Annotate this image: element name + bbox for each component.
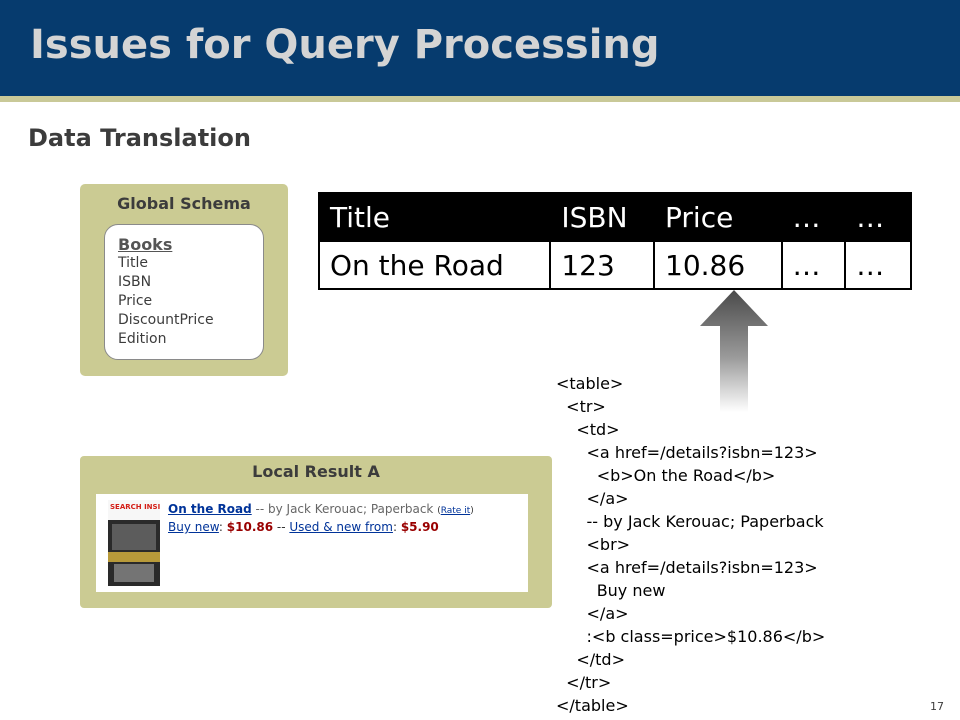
schema-field-discountprice: DiscountPrice bbox=[118, 312, 214, 328]
html-source-code: <table> <tr> <td> <a href=/details?isbn=… bbox=[556, 372, 825, 717]
slide-title: Issues for Query Processing bbox=[30, 22, 660, 68]
code-line: </table> bbox=[556, 696, 629, 715]
table-cell-title: On the Road bbox=[317, 240, 552, 290]
rate-it-link[interactable]: Rate it bbox=[440, 506, 471, 516]
title-bar bbox=[0, 0, 960, 96]
code-line: -- by Jack Kerouac; Paperback bbox=[556, 512, 824, 531]
book-byline: -- by Jack Kerouac; Paperback bbox=[251, 502, 438, 516]
up-arrow-icon bbox=[700, 290, 768, 412]
used-new-link[interactable]: Used & new from bbox=[289, 520, 393, 534]
table-cell-price: 10.86 bbox=[653, 240, 783, 290]
code-line: <br> bbox=[556, 535, 631, 554]
schema-field-title: Title bbox=[118, 255, 149, 271]
book-cover-image: SEARCH INSIDE bbox=[108, 500, 160, 586]
search-result-snippet: SEARCH INSIDE On the Road -- by Jack Ker… bbox=[96, 494, 528, 592]
result-table: Title ISBN Price … … On the Road 123 10.… bbox=[317, 192, 912, 290]
code-line: :<b class=price>$10.86</b> bbox=[556, 627, 826, 646]
buy-new-price: $10.86 bbox=[226, 520, 274, 534]
code-line: </td> bbox=[556, 650, 625, 669]
column-header-title: Title bbox=[317, 192, 552, 242]
snippet-line-prices: Buy new: $10.86 -- Used & new from: $5.9… bbox=[168, 520, 439, 534]
used-separator: : bbox=[392, 520, 401, 534]
code-line: <td> bbox=[556, 420, 620, 439]
used-price: $5.90 bbox=[400, 520, 439, 534]
column-header-price: Price bbox=[653, 192, 783, 242]
schema-field-isbn: ISBN bbox=[118, 274, 152, 290]
snippet-line-title: On the Road -- by Jack Kerouac; Paperbac… bbox=[168, 502, 474, 516]
column-header-more-1: … bbox=[780, 192, 847, 242]
slide-subtitle: Data Translation bbox=[28, 124, 251, 152]
local-result-panel: Local Result A SEARCH INSIDE On the Road… bbox=[80, 456, 552, 608]
code-line: <tr> bbox=[556, 397, 606, 416]
local-result-heading: Local Result A bbox=[252, 462, 380, 481]
global-schema-panel: Global Schema Books Title ISBN Price Dis… bbox=[80, 184, 288, 376]
column-header-isbn: ISBN bbox=[549, 192, 656, 242]
result-table-header-row: Title ISBN Price … … bbox=[317, 192, 912, 242]
code-line: <a href=/details?isbn=123> bbox=[556, 558, 818, 577]
global-schema-heading: Global Schema bbox=[117, 194, 251, 213]
code-line: </a> bbox=[556, 604, 629, 623]
schema-field-edition: Edition bbox=[118, 331, 167, 347]
books-schema-box: Books Title ISBN Price DiscountPrice Edi… bbox=[104, 224, 264, 360]
page-number: 17 bbox=[930, 700, 944, 713]
buy-new-separator: : bbox=[218, 520, 227, 534]
price-dash: -- bbox=[273, 520, 290, 534]
schema-field-price: Price bbox=[118, 293, 153, 309]
code-line: </a> bbox=[556, 489, 629, 508]
cover-search-inside-label: SEARCH INSIDE bbox=[110, 503, 160, 511]
table-cell-isbn: 123 bbox=[549, 240, 656, 290]
table-row: On the Road 123 10.86 … … bbox=[317, 240, 912, 290]
rate-close-paren: ) bbox=[470, 506, 474, 516]
buy-new-link[interactable]: Buy new bbox=[168, 520, 219, 534]
table-cell-more-2: … bbox=[844, 240, 912, 290]
code-line: <a href=/details?isbn=123> bbox=[556, 443, 818, 462]
code-line: </tr> bbox=[556, 673, 612, 692]
column-header-more-2: … bbox=[844, 192, 912, 242]
code-line: <b>On the Road</b> bbox=[556, 466, 776, 485]
code-line: <table> bbox=[556, 374, 624, 393]
title-bar-rule bbox=[0, 96, 960, 102]
books-entity-title: Books bbox=[118, 235, 173, 254]
table-cell-more-1: … bbox=[780, 240, 847, 290]
code-line: Buy new bbox=[556, 581, 666, 600]
rate-open-paren: ( bbox=[437, 506, 441, 516]
book-title-link[interactable]: On the Road bbox=[168, 502, 252, 516]
